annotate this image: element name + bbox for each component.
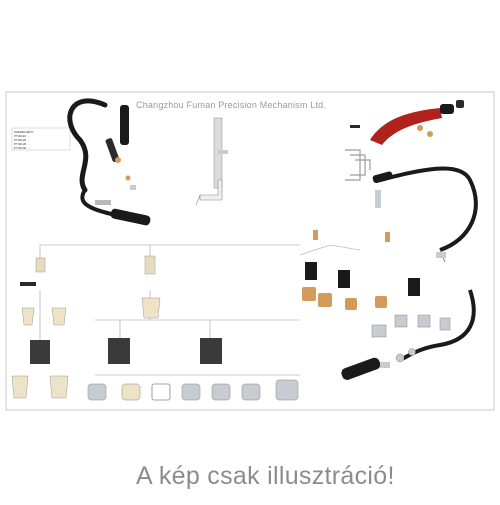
legend-row: PT40130 ... (14, 142, 30, 146)
illustration-caption: A kép csak illusztráció! (0, 462, 500, 500)
wire-bundle (345, 149, 371, 181)
right-hose-assembly (372, 166, 478, 263)
parts-legend: SZERELVÉNY PT40110 ... PT40120 ... PT401… (11, 127, 71, 151)
connector-lines (39, 244, 300, 376)
company-watermark: Changzhou Fuman Precision Mechanism Ltd. (136, 100, 327, 110)
left-torch-assembly (67, 98, 151, 226)
caption-text: A kép csak illusztráció! (136, 462, 395, 490)
nozzle-column-left (11, 257, 69, 399)
legend-title: SZERELVÉNY (14, 129, 34, 134)
legend-row: PT40140 ... (14, 146, 30, 150)
lower-torch-assembly (341, 289, 476, 380)
nozzle-cluster-right (299, 230, 451, 338)
legend-row: PT40120 ... (14, 138, 30, 142)
nozzle-column-middle (87, 255, 299, 401)
red-torch-handle (350, 100, 464, 145)
angled-torch-head (195, 117, 228, 206)
legend-row: PT40110 ... (14, 134, 29, 138)
diagram-frame (5, 91, 495, 411)
